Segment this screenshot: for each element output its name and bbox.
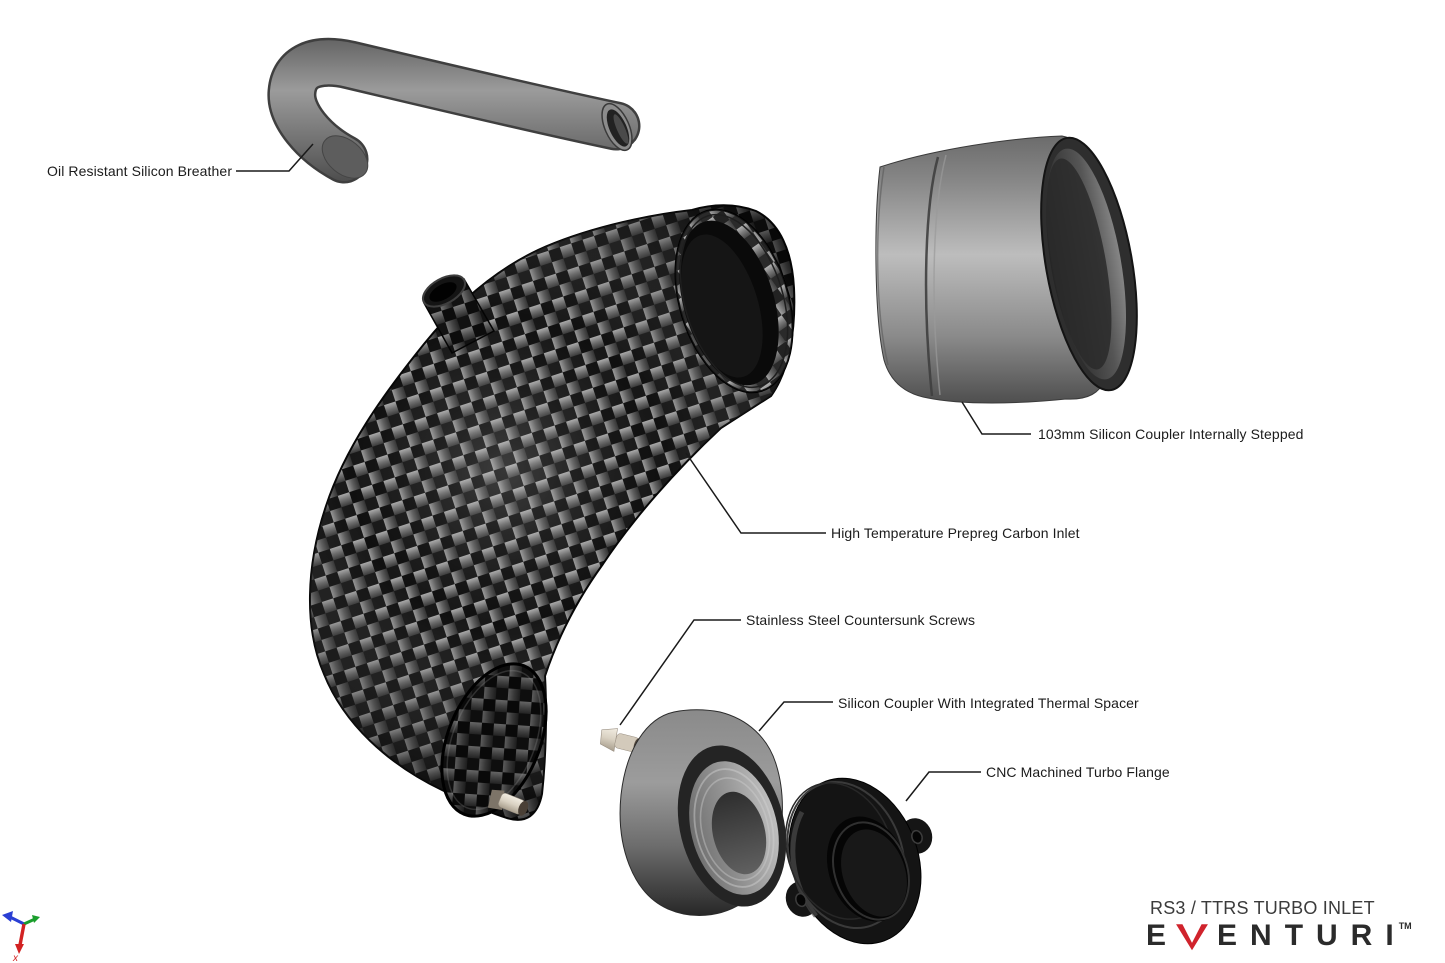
- carbon-inlet-lower-end-shade: [441, 663, 547, 817]
- leader-carbon-inlet: [685, 452, 826, 534]
- flange-opening-ring: [832, 821, 910, 921]
- label-carbon-inlet: High Temperature Prepreg Carbon Inlet: [831, 525, 1080, 541]
- triad-blue-arrowhead: [2, 911, 13, 922]
- trademark-symbol: TM: [1398, 921, 1412, 931]
- leader-breather: [236, 143, 314, 172]
- coupler-103mm-illustration: [875, 135, 1138, 404]
- leader-thermal-coupler: [758, 701, 833, 732]
- flange-bolt-hole-left: [795, 892, 807, 908]
- breather-hose-body: [270, 40, 638, 181]
- triad-blue-axis: [9, 915, 25, 926]
- label-103mm-coupler: 103mm Silicon Coupler Internally Stepped: [1038, 426, 1304, 442]
- thermal-spacer-coupler-illustration: [619, 709, 787, 916]
- logo-letter-e: E: [1146, 919, 1180, 952]
- carbon-inlet-shading: [309, 205, 795, 820]
- turbo-flange-illustration: [784, 777, 933, 945]
- thermal-spacer-groove-1: [693, 768, 775, 888]
- leader-coupler-103: [961, 401, 1031, 435]
- coupler-left-cap-line: [876, 166, 889, 366]
- logo-red-v-icon: [1176, 924, 1208, 951]
- carbon-inlet-illustration: [309, 204, 796, 821]
- installed-screw: [487, 789, 529, 816]
- thermal-spacer-bore: [711, 791, 767, 875]
- coupler-step-ring-dark: [924, 156, 940, 397]
- flange-inner-wall: [841, 829, 907, 917]
- logo-red-v-shape: [1176, 924, 1208, 951]
- screw-head: [600, 728, 618, 752]
- leader-turbo-flange: [905, 771, 981, 802]
- label-oil-resistant-breather: Oil Resistant Silicon Breather: [47, 163, 233, 179]
- flange-left-highlight: [790, 810, 818, 918]
- cad-axis-triad-icon: x: [2, 911, 40, 963]
- triad-red-axis: [18, 923, 26, 946]
- brand-logo: E ENTURI TM: [1146, 918, 1412, 954]
- product-line-text: RS3 / TTRS TURBO INLET: [1150, 898, 1375, 918]
- triad-green-axis: [23, 917, 36, 926]
- breather-port-bore: [429, 282, 457, 302]
- breather-hose-illustration: [267, 37, 641, 184]
- carbon-inlet-mouth-edge-line: [679, 213, 789, 389]
- label-countersunk-screws: Stainless Steel Countersunk Screws: [746, 612, 976, 628]
- label-turbo-flange: CNC Machined Turbo Flange: [986, 764, 1170, 780]
- carbon-inlet-lower-end-face: [440, 662, 548, 818]
- logo-letters-enturi: ENTURI: [1217, 919, 1407, 952]
- breather-hose-bore-highlight: [613, 114, 629, 144]
- triad-red-arrowhead: [15, 944, 24, 954]
- triad-green-arrowhead: [32, 915, 40, 923]
- coupler-opening-shadow: [1046, 158, 1112, 370]
- leader-lines: [236, 143, 1031, 802]
- flange-bolt-hole-right: [911, 829, 923, 845]
- breather-hose-end-cap: [321, 135, 369, 179]
- carbon-inlet-lower-end-ring: [446, 669, 542, 811]
- triad-x-label: x: [12, 953, 19, 963]
- thermal-spacer-groove-2: [699, 777, 771, 881]
- leader-screws: [619, 619, 741, 726]
- installed-screw-end: [518, 800, 529, 816]
- carbon-inlet-mouth-inner-wall: [681, 234, 763, 378]
- coupler-step-ring-light: [933, 154, 947, 396]
- label-thermal-spacer-coupler: Silicon Coupler With Integrated Thermal …: [838, 695, 1139, 711]
